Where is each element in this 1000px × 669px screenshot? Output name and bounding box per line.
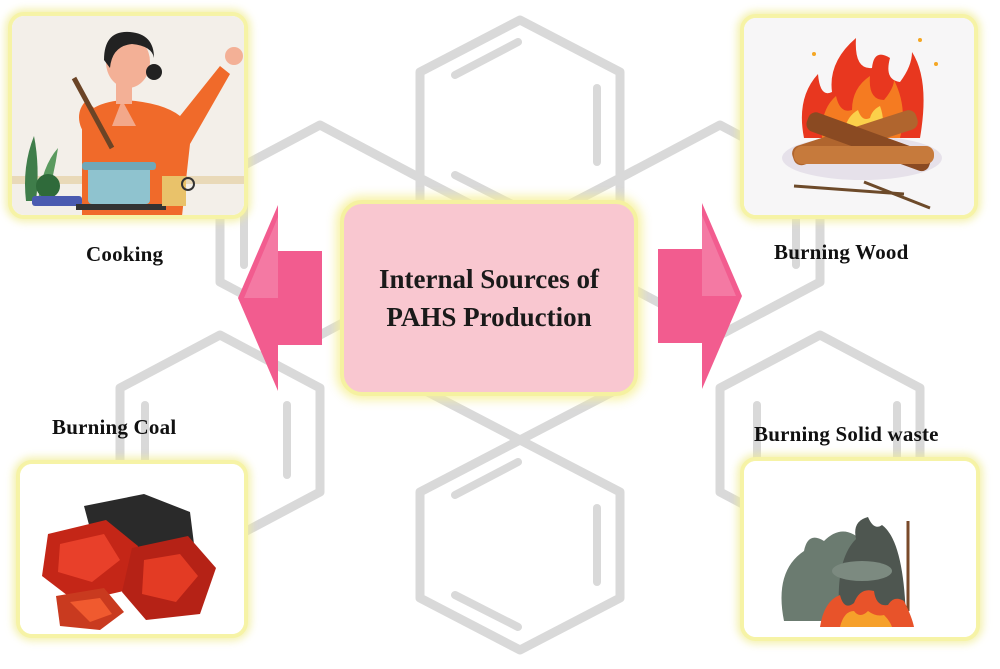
- burning-wood-label: Burning Wood: [774, 240, 909, 264]
- burning-wood-card: [740, 14, 978, 219]
- right-arrow-icon: [658, 203, 742, 389]
- campfire-icon: [744, 18, 974, 215]
- left-arrow-icon: [238, 205, 322, 391]
- double-bond-line: [451, 458, 522, 499]
- burning-solid-waste-card: [740, 457, 980, 641]
- cooking-card: [8, 12, 248, 219]
- person-cooking-icon: [12, 16, 244, 215]
- burning-solid-waste-label: Burning Solid waste: [754, 422, 939, 446]
- burning-coal-icon: [20, 464, 244, 634]
- hexagon-bottom: [415, 435, 625, 655]
- burning-coal-card: [16, 460, 248, 638]
- center-title-box: Internal Sources of PAHS Production: [340, 200, 638, 396]
- burning-coal-label: Burning Coal: [52, 415, 177, 439]
- burning-garbage-bags-icon: [744, 461, 976, 637]
- hexagon-top: [415, 15, 625, 235]
- double-bond-line: [451, 591, 522, 631]
- center-title-line-1: Internal Sources of: [379, 264, 599, 294]
- center-title-line-2: PAHS Production: [386, 302, 592, 332]
- cooking-label: Cooking: [86, 242, 164, 266]
- double-bond-line: [451, 38, 522, 79]
- center-title: Internal Sources of PAHS Production: [359, 260, 619, 336]
